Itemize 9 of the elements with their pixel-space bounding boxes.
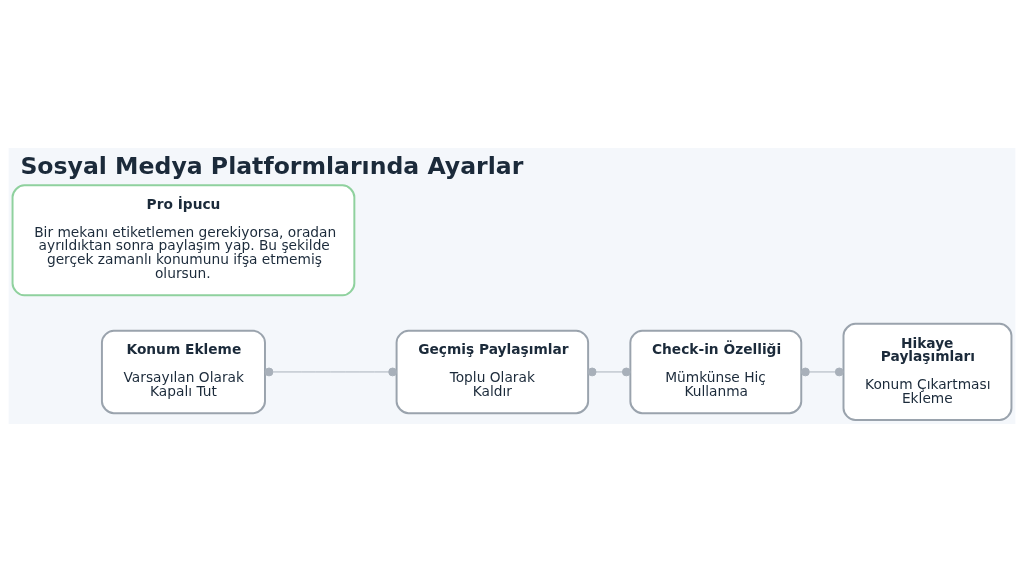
node-box: Pro İpucu Bir mekanı etiketlemen gerekiyorsa, oradan ayrıldıktan sonra paylaşım yap. Bu şekilde gerçek zamanlı konumunu ifşa etmemiş olursun. (11, 184, 356, 297)
node-box: Check-in Özelliği Mümkünse Hiç Kullanma (629, 329, 803, 415)
node-box: Geçmiş Paylaşımlar Toplu Olarak Kaldır (395, 329, 590, 415)
diagram-title: Sosyal Medya Platformlarında Ayarlar (20, 151, 524, 180)
connector (801, 367, 844, 377)
connector (264, 367, 398, 377)
node-box: Hikaye Paylaşımları Konum Çıkartması Ekleme (842, 322, 1013, 422)
connector (587, 367, 631, 377)
node-box: Konum Ekleme Varsayılan Olarak Kapalı Tut (100, 329, 266, 415)
